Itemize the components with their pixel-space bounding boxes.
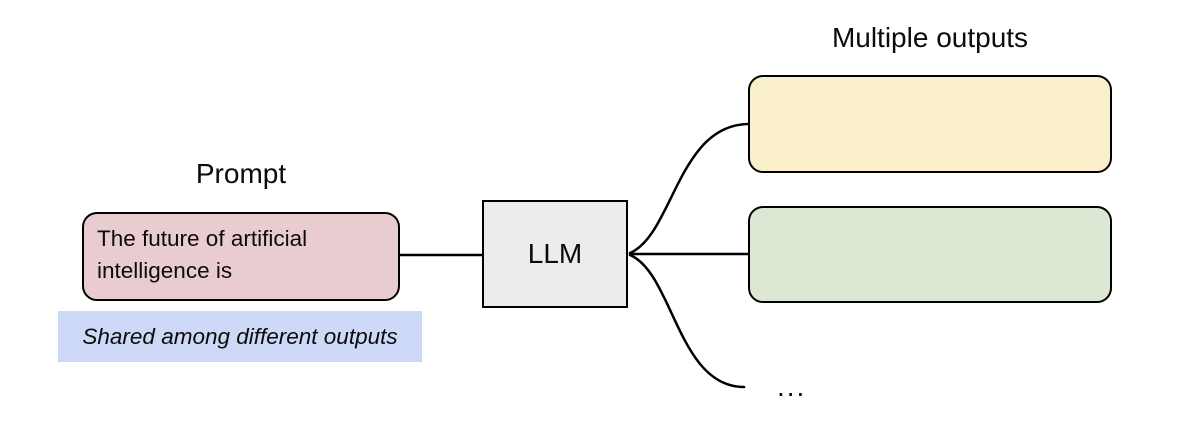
llm-box-label: LLM: [527, 238, 583, 269]
output-box-bottom: [748, 206, 1112, 303]
prompt-heading: Prompt: [195, 158, 287, 189]
multiple-outputs-heading: Multiple outputs: [831, 22, 1029, 53]
prompt-box: The future of artificial intelligence is: [82, 212, 400, 301]
connector-llm-to-output-top: [628, 122, 751, 255]
more-outputs-ellipsis: ...: [777, 371, 807, 402]
llm-box: LLM: [482, 200, 628, 308]
prompt-box-text: The future of artificial intelligence is: [97, 226, 308, 283]
connector-llm-to-ellipsis: [628, 253, 746, 389]
shared-note-text: Shared among different outputs: [82, 323, 398, 349]
output-box-top: [748, 75, 1112, 173]
shared-note-highlight: Shared among different outputs: [58, 311, 422, 362]
